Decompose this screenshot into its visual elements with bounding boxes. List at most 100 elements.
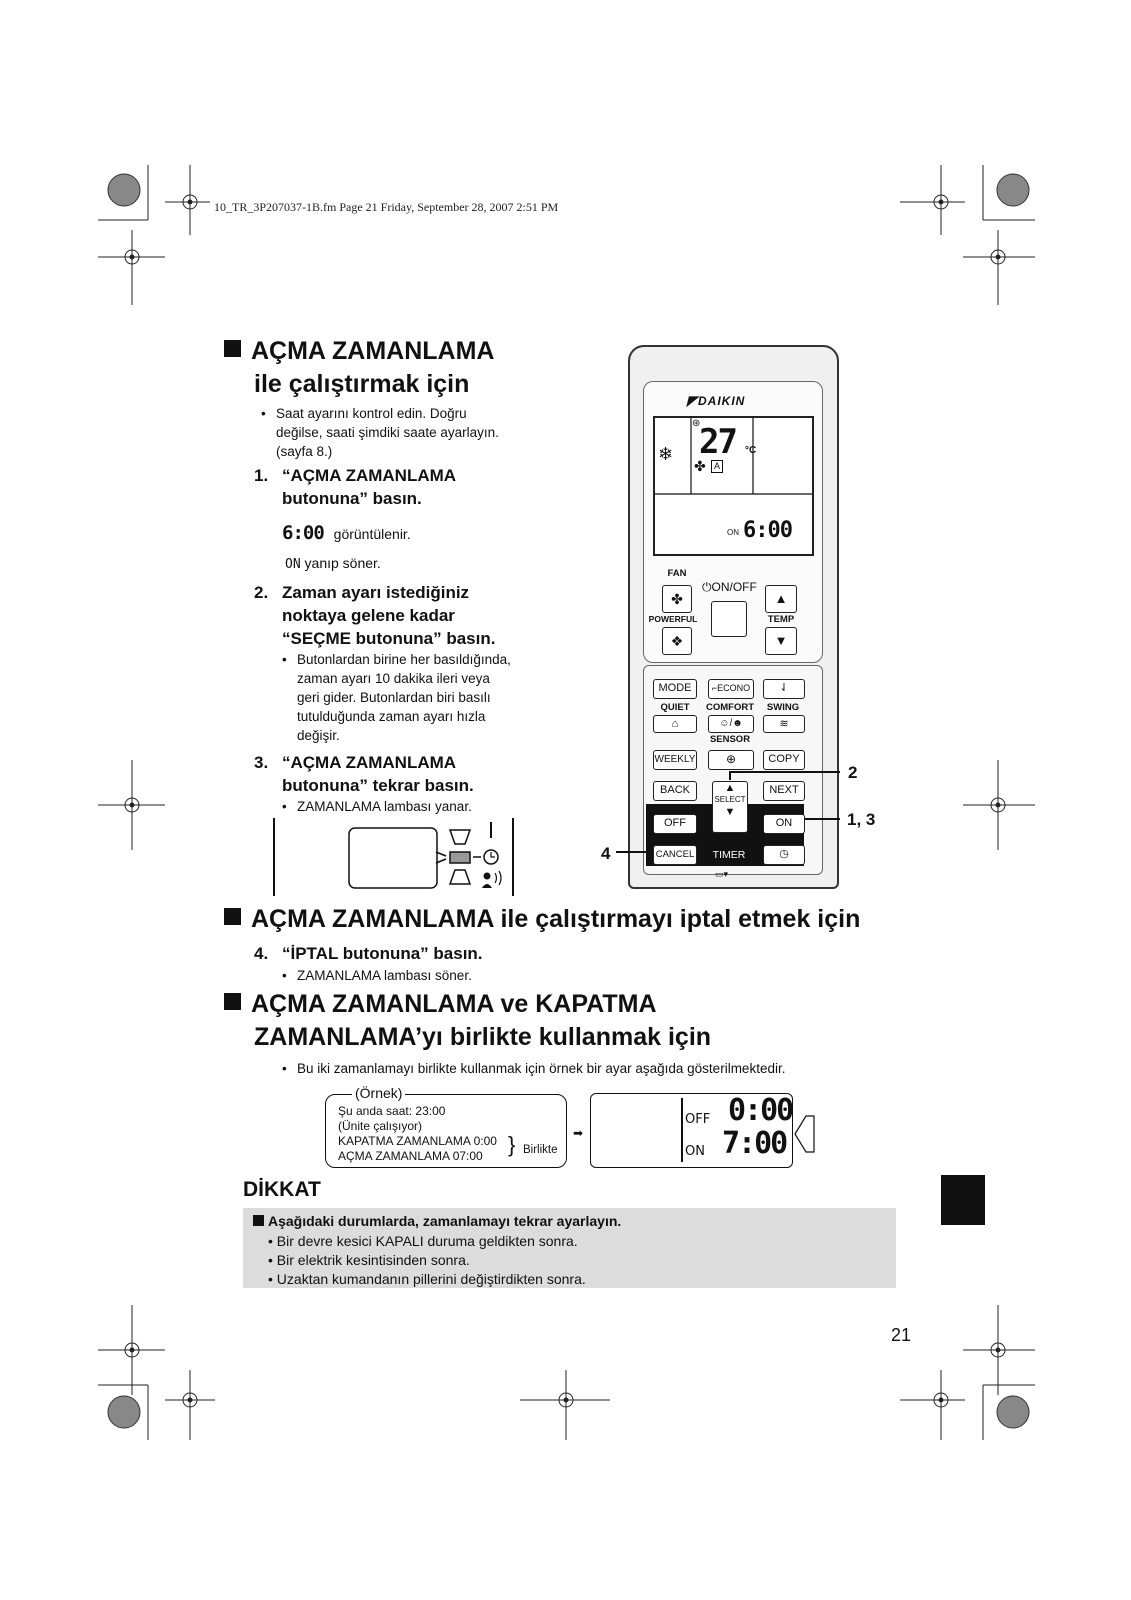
square-bullet-icon bbox=[224, 340, 241, 357]
dikkat-box bbox=[243, 1208, 896, 1288]
section1-title: AÇMA ZAMANLAMA bbox=[224, 335, 494, 368]
fan-icon: ✤ bbox=[671, 591, 683, 607]
dikkat-title: DİKKAT bbox=[243, 1178, 321, 1201]
program-icon: ⊕ bbox=[725, 752, 737, 766]
example-lcd bbox=[590, 1093, 793, 1168]
powerful-icon: ❖ bbox=[670, 633, 684, 649]
arrow-right-icon: ➡ bbox=[573, 1126, 584, 1140]
lcd-temperature: 27 bbox=[699, 422, 738, 462]
brace-icon: } bbox=[508, 1132, 516, 1157]
snowflake-icon: ❄ bbox=[658, 444, 674, 464]
mode-button[interactable]: MODE bbox=[653, 679, 697, 699]
display-text: görüntülenir. bbox=[333, 526, 411, 542]
timer-lamp-illustration bbox=[273, 818, 514, 896]
example-lines: Şu anda saat: 23:00 (Ünite çalışıyor) KA… bbox=[338, 1104, 497, 1163]
example-on-time: 7:00 bbox=[722, 1126, 788, 1161]
powerful-button[interactable]: ❖ bbox=[662, 627, 692, 655]
cancel-button[interactable]: CANCEL bbox=[653, 845, 697, 865]
triangle-up-icon: ▲ bbox=[724, 782, 736, 794]
temp-up-button[interactable]: ▲ bbox=[765, 585, 797, 613]
callout-lines bbox=[616, 771, 840, 853]
timer-label: TIMER bbox=[712, 849, 746, 861]
daikin-logo-mark-icon: ◤ bbox=[687, 393, 698, 408]
select-button[interactable]: ▲ SELECT ▼ bbox=[712, 781, 748, 833]
lcd-unit: °C bbox=[745, 445, 757, 456]
dikkat-item: • Bir elektrik kesintisinden sonra. bbox=[268, 1252, 470, 1268]
lcd-on-indicator: ON bbox=[727, 528, 739, 537]
on-text: yanıp söner. bbox=[304, 555, 381, 571]
lcd-divider bbox=[681, 1098, 683, 1162]
section3-subtitle: ZAMANLAMA’yı birlikte kullanmak için bbox=[254, 1023, 712, 1051]
program-button[interactable]: ⊕ bbox=[708, 750, 754, 770]
fan-button[interactable]: ✤ bbox=[662, 585, 692, 613]
clock-button[interactable]: ◷ bbox=[763, 845, 805, 865]
callout-2: 2 bbox=[848, 763, 858, 782]
daikin-logo: ◤DAIKIN bbox=[687, 393, 746, 408]
swing-horizontal-button[interactable]: ≋ bbox=[763, 715, 805, 733]
clock-icon: ◷ bbox=[779, 848, 789, 860]
lcd-pointer-icon bbox=[794, 1115, 815, 1153]
intro-bullet: • bbox=[261, 406, 266, 421]
example-on-label: ON bbox=[685, 1144, 705, 1159]
step3-number: 3. bbox=[254, 753, 269, 772]
swing-vertical-icon: ⇃ bbox=[779, 682, 789, 694]
temp-label: TEMP bbox=[767, 614, 795, 625]
onoff-label: ⏻ON/OFF bbox=[702, 580, 757, 594]
copy-button[interactable]: COPY bbox=[763, 750, 805, 770]
off-timer-button[interactable]: OFF bbox=[653, 814, 697, 834]
section3-bullet: • bbox=[282, 1061, 287, 1076]
step1-number: 1. bbox=[254, 466, 269, 485]
on-timer-button[interactable]: ON bbox=[763, 814, 805, 834]
onoff-button[interactable] bbox=[711, 601, 747, 637]
square-bullet-icon bbox=[224, 908, 241, 925]
ion-icon: ⊛ bbox=[692, 418, 701, 429]
quiet-label: QUIET bbox=[660, 702, 690, 713]
on-indicator: ON bbox=[285, 557, 301, 572]
step4-title: “İPTAL butonuna” basın. bbox=[282, 944, 483, 963]
dikkat-item: • Bir devre kesici KAPALI duruma geldikt… bbox=[268, 1233, 578, 1249]
page-number: 21 bbox=[891, 1325, 912, 1345]
power-icon: ⏻ bbox=[702, 580, 712, 594]
temp-down-button[interactable]: ▼ bbox=[765, 627, 797, 655]
example-off-label: OFF bbox=[685, 1112, 711, 1127]
example-box bbox=[325, 1094, 567, 1168]
fan-label: FAN bbox=[667, 568, 687, 579]
together-label: Birlikte bbox=[523, 1144, 558, 1156]
dikkat-item: • Uzaktan kumandanın pillerini değiştird… bbox=[268, 1271, 586, 1287]
step4-bullet-text: ZAMANLAMA lambası söner. bbox=[297, 968, 472, 983]
dikkat-head: Aşağıdaki durumlarda, zamanlamayı tekrar… bbox=[253, 1213, 621, 1229]
weekly-button[interactable]: WEEKLY bbox=[653, 750, 697, 770]
on-line: ON yanıp söner. bbox=[285, 555, 381, 572]
triangle-down-icon: ▼ bbox=[724, 806, 736, 818]
swing-label: SWING bbox=[766, 702, 800, 713]
display-line: 6:00 görüntülenir. bbox=[282, 522, 411, 544]
lcd-mode-auto: A bbox=[711, 460, 724, 473]
triangle-down-icon: ▼ bbox=[774, 633, 788, 648]
step1-title: “AÇMA ZAMANLAMA butonuna” basın. bbox=[282, 466, 457, 508]
quiet-button[interactable]: ⌂ bbox=[653, 715, 697, 733]
econo-icon: ⌐ bbox=[711, 683, 718, 693]
step3-bullet: • bbox=[282, 799, 287, 814]
sensor-label: SENSOR bbox=[709, 734, 751, 745]
step2-bullet-text: Butonlardan birine her basıldığında, zam… bbox=[297, 652, 511, 743]
step3-title: “AÇMA ZAMANLAMA butonuna” tekrar basın. bbox=[282, 753, 474, 795]
section1-subtitle: ile çalıştırmak için bbox=[254, 370, 470, 398]
swing-vertical-button[interactable]: ⇃ bbox=[763, 679, 805, 699]
comfort-sensor-button[interactable]: ☺/☻ bbox=[708, 715, 754, 733]
section2-title: AÇMA ZAMANLAMA ile çalıştırmayı iptal et… bbox=[224, 903, 860, 936]
callout-1-3: 1, 3 bbox=[847, 810, 876, 829]
select-label: SELECT bbox=[714, 795, 746, 804]
comfort-sensor-icon: ☺/☻ bbox=[719, 718, 743, 729]
step2-number: 2. bbox=[254, 583, 269, 602]
econo-button[interactable]: ⌐ECONO bbox=[708, 679, 754, 699]
swing-horizontal-icon: ≋ bbox=[779, 718, 789, 730]
quiet-icon: ⌂ bbox=[671, 718, 679, 730]
back-button[interactable]: BACK bbox=[653, 781, 697, 801]
file-header: 10_TR_3P207037-1B.fm Page 21 Friday, Sep… bbox=[214, 200, 559, 214]
callout-4: 4 bbox=[601, 844, 611, 863]
next-button[interactable]: NEXT bbox=[763, 781, 805, 801]
comfort-label: COMFORT bbox=[705, 702, 755, 713]
section3-title: AÇMA ZAMANLAMA ve KAPATMA bbox=[224, 988, 657, 1021]
battery-icon: ▭▾ bbox=[715, 869, 729, 879]
